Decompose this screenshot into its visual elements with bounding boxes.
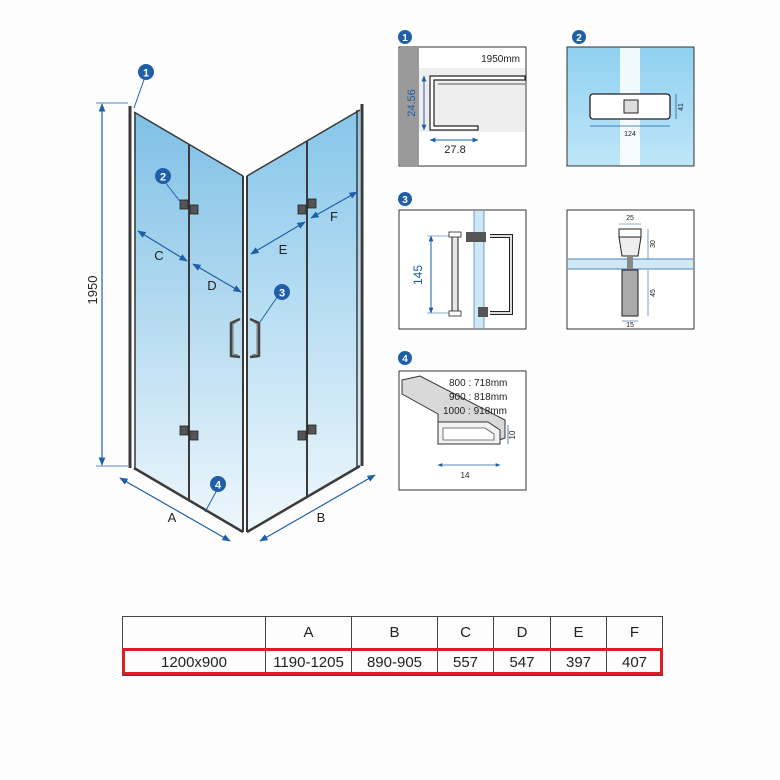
- table-cell: 1190-1205: [265, 648, 352, 676]
- table-header-cell: C: [437, 616, 494, 649]
- detail-1-height-label: 1950mm: [481, 54, 520, 65]
- callout-3: 3: [259, 284, 290, 323]
- knob-dim-mid: 30: [650, 240, 657, 248]
- detail-4-line-1: 800 : 718mm: [449, 378, 507, 389]
- knob-dim-top: 25: [626, 215, 634, 222]
- detail-4-line-2: 900 : 818mm: [449, 392, 507, 403]
- detail-4-dim-h: 14: [461, 471, 470, 480]
- dim-label-f: F: [330, 209, 338, 224]
- dim-label-c: C: [154, 248, 163, 263]
- knob-dim-low: 45: [650, 289, 657, 297]
- dim-label-e: E: [279, 242, 288, 257]
- table-header-cell: D: [493, 616, 551, 649]
- svg-text:3: 3: [402, 195, 408, 206]
- table-header-cell: E: [550, 616, 607, 649]
- table-cell: 397: [550, 648, 607, 676]
- detail-1-dim-v: 24.56: [406, 89, 418, 117]
- detail-3-box: 145: [398, 209, 527, 330]
- callout-2: 2: [155, 168, 183, 205]
- table-cell: 547: [493, 648, 551, 676]
- table-header-cell: F: [606, 616, 663, 649]
- table-header-cell: B: [351, 616, 438, 649]
- detail-4-badge: 4: [398, 351, 412, 365]
- table-cell: 407: [606, 648, 663, 676]
- callout-1: 1: [133, 64, 154, 109]
- svg-text:1: 1: [402, 33, 408, 44]
- table-cell-size: 1200x900: [122, 648, 266, 676]
- table-cell: 890-905: [351, 648, 438, 676]
- dimension-table: A B C D E F 1200x900 1190-1205 890-905 5…: [122, 616, 663, 676]
- detail-2-badge: 2: [572, 30, 586, 44]
- detail-1-box: 1950mm 24.56 27.8: [398, 46, 527, 167]
- svg-text:4: 4: [402, 354, 408, 365]
- detail-4-box: 14 10 800 : 718mm 900 : 818mm 1000 : 918…: [398, 370, 527, 491]
- table-row: 1200x900 1190-1205 890-905 557 547 397 4…: [122, 648, 663, 676]
- detail-3-badge: 3: [398, 192, 412, 206]
- right-glass-panel: [247, 110, 360, 532]
- detail-3-dim-v: 145: [411, 265, 425, 285]
- enclosure-drawing: [128, 104, 364, 534]
- detail-1-dim-h: 27.8: [444, 144, 465, 156]
- table-header-row: A B C D E F: [122, 616, 663, 649]
- knob-dim-bottom: 15: [626, 322, 634, 329]
- dim-label-d: D: [207, 278, 216, 293]
- height-label: 1950: [85, 276, 100, 305]
- svg-text:2: 2: [160, 172, 166, 184]
- detail-2-box: 124 41: [566, 46, 695, 167]
- detail-knob-box: 25 30 45 15: [566, 209, 695, 330]
- table-header-cell: A: [265, 616, 352, 649]
- detail-4-line-3: 1000 : 918mm: [443, 406, 507, 417]
- table-cell: 557: [437, 648, 494, 676]
- svg-text:2: 2: [576, 33, 582, 44]
- main-dimensions: [96, 102, 376, 542]
- detail-4-dim-v: 10: [508, 430, 517, 439]
- svg-text:4: 4: [215, 480, 222, 492]
- svg-text:1: 1: [143, 68, 149, 80]
- dim-label-b: B: [317, 510, 326, 525]
- detail-2-dim-h: 124: [624, 131, 636, 138]
- detail-1-badge: 1: [398, 30, 412, 44]
- callout-4: 4: [204, 476, 226, 513]
- dim-label-a: A: [168, 510, 177, 525]
- handle-icon: [229, 317, 261, 359]
- detail-2-dim-v: 41: [678, 103, 685, 111]
- svg-text:3: 3: [279, 288, 285, 300]
- table-header-cell: [122, 616, 266, 649]
